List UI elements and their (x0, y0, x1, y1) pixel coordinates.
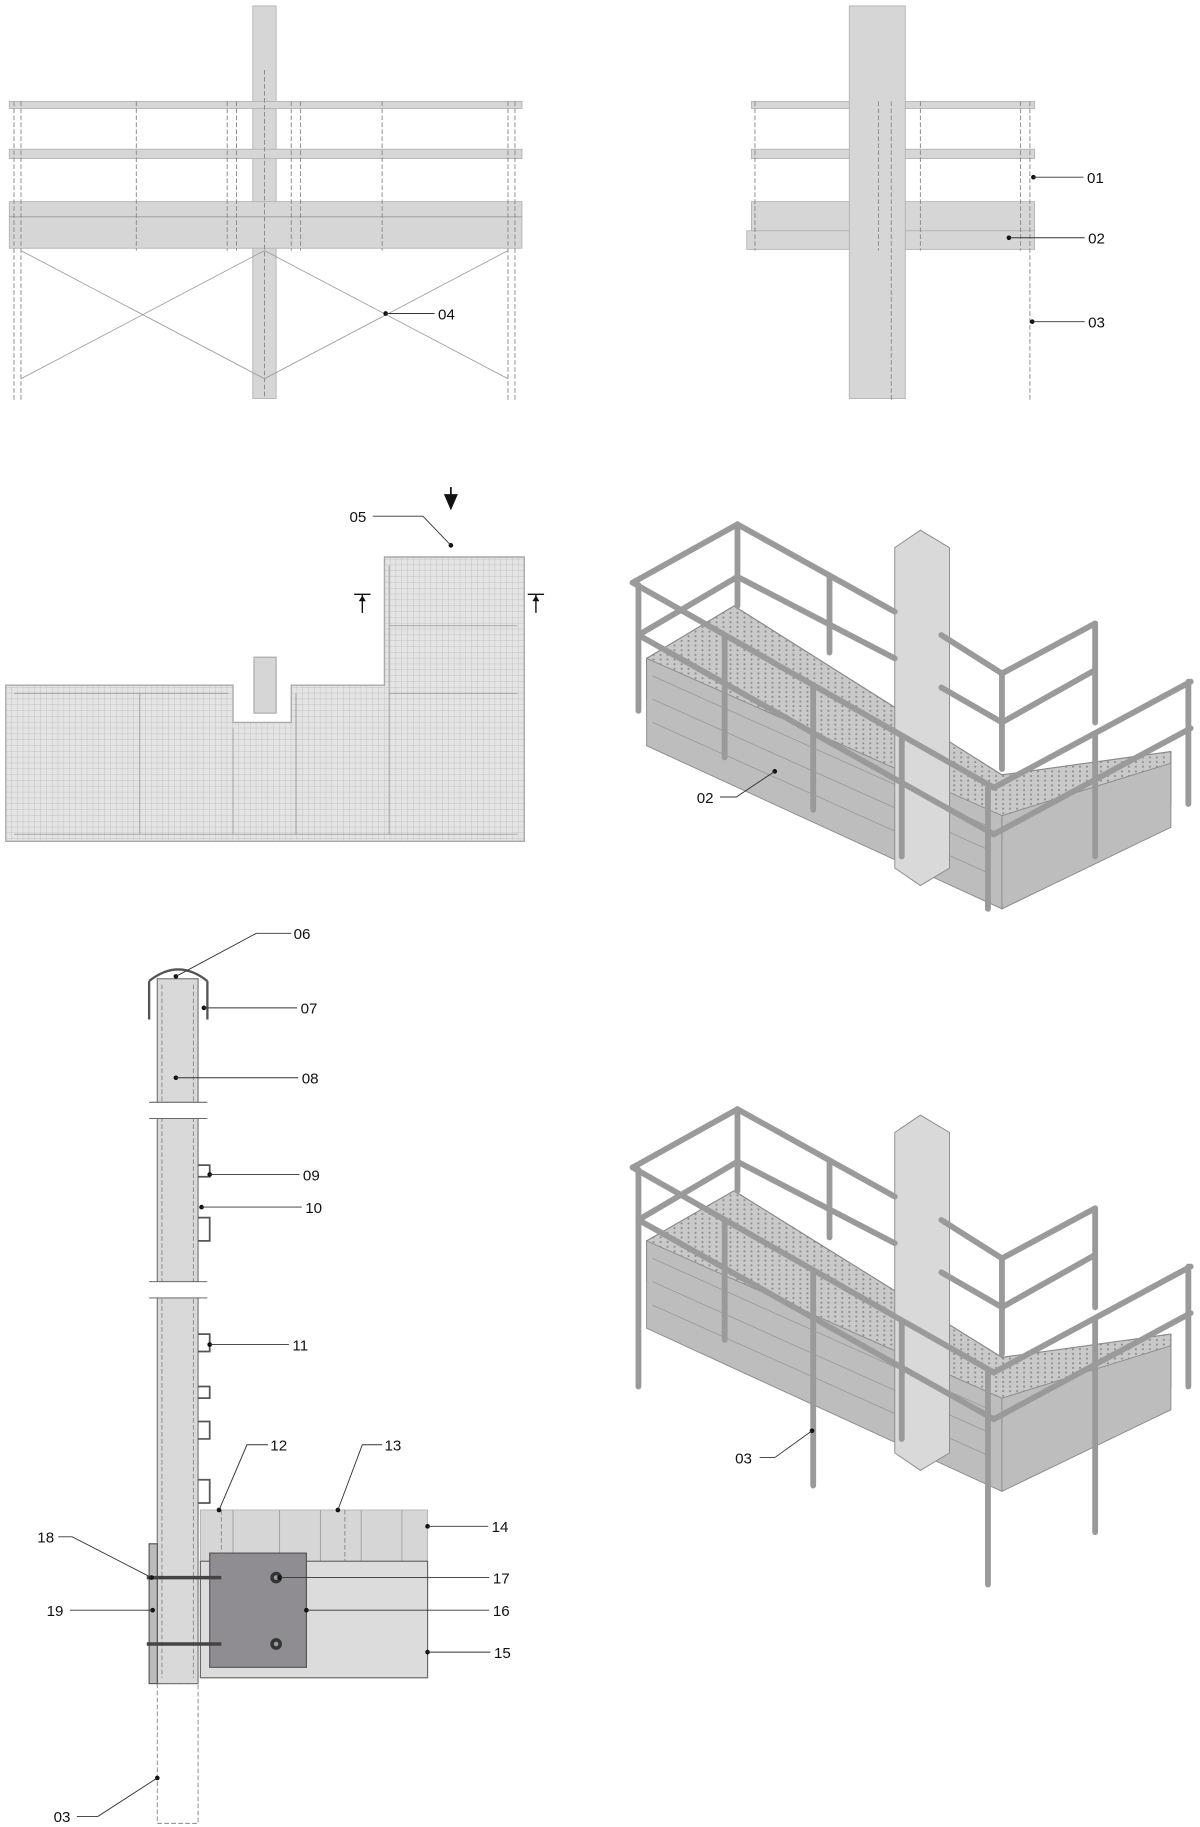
svg-text:08: 08 (302, 1071, 319, 1088)
callout-06: 06 (173, 926, 311, 979)
callout-04: 04 (383, 306, 455, 323)
svg-text:02: 02 (697, 790, 714, 807)
callout-iso1-02: 02 (697, 769, 778, 807)
isometric-view-platform: 02 (629, 521, 1194, 912)
callout-detail-03: 03 (54, 1775, 160, 1826)
callout-07: 07 (201, 1001, 318, 1018)
callout-18: 18 (37, 1530, 154, 1580)
section-detail: 06 07 08 09 10 11 12 13 14 17 16 15 18 1… (37, 926, 511, 1826)
section-mark-right-icon (527, 593, 545, 613)
callout-03: 03 (1029, 314, 1105, 331)
svg-text:01: 01 (1087, 170, 1104, 187)
isometric-view-with-legs: 03 (629, 1105, 1194, 1588)
section-arrow-icon (443, 487, 458, 511)
side-elevation: 01 02 03 (746, 5, 1105, 403)
callout-08: 08 (173, 1071, 319, 1088)
callout-11: 11 (207, 1337, 308, 1354)
svg-text:07: 07 (301, 1001, 318, 1018)
callout-09: 09 (207, 1167, 320, 1184)
callout-02: 02 (1006, 231, 1105, 248)
svg-text:13: 13 (384, 1438, 401, 1455)
callout-19: 19 (47, 1603, 155, 1620)
callout-iso2-03: 03 (735, 1428, 815, 1467)
callout-17: 17 (277, 1570, 510, 1587)
front-elevation: 04 (8, 5, 523, 403)
plan-view: 05 (5, 487, 545, 842)
callout-16: 16 (304, 1603, 510, 1620)
callout-14: 14 (425, 1519, 508, 1536)
svg-text:18: 18 (37, 1530, 54, 1547)
svg-text:03: 03 (735, 1450, 752, 1467)
section-mark-left-icon (354, 593, 371, 613)
callout-12: 12 (216, 1438, 287, 1513)
svg-text:03: 03 (54, 1809, 71, 1826)
callout-01: 01 (1031, 170, 1104, 187)
svg-text:06: 06 (294, 926, 311, 943)
callout-10: 10 (199, 1200, 322, 1217)
svg-text:02: 02 (1088, 231, 1105, 248)
svg-text:14: 14 (492, 1519, 509, 1536)
svg-text:12: 12 (270, 1438, 287, 1455)
svg-text:15: 15 (494, 1645, 511, 1662)
svg-text:17: 17 (493, 1570, 510, 1587)
svg-text:09: 09 (303, 1167, 320, 1184)
svg-text:05: 05 (350, 509, 367, 526)
svg-text:10: 10 (305, 1200, 322, 1217)
svg-text:19: 19 (47, 1603, 64, 1620)
callout-13: 13 (335, 1438, 401, 1513)
callout-15: 15 (425, 1645, 511, 1662)
svg-text:16: 16 (493, 1603, 510, 1620)
callout-05: 05 (350, 509, 454, 548)
svg-text:11: 11 (292, 1337, 308, 1354)
svg-text:03: 03 (1088, 314, 1105, 331)
svg-text:04: 04 (438, 306, 455, 323)
